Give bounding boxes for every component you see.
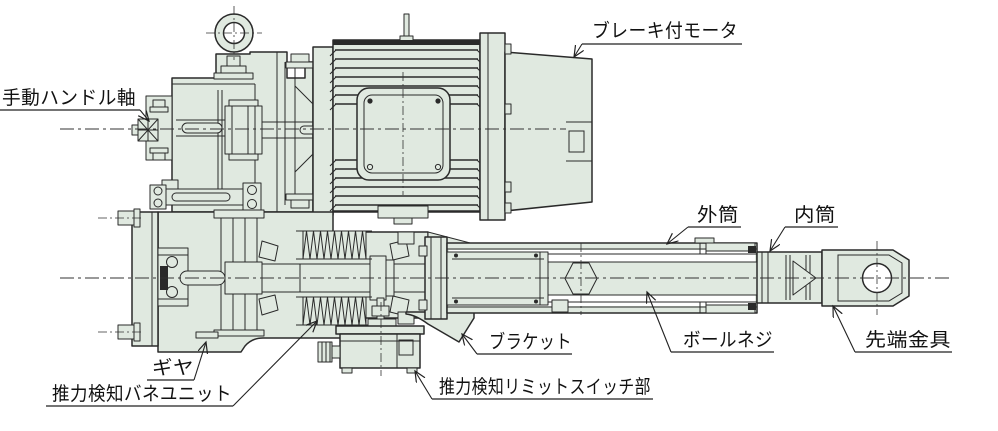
centerlines <box>60 72 952 376</box>
label-end-fitting: 先端金具 <box>865 329 951 351</box>
label-ball-screw: ボールネジ <box>683 329 773 351</box>
label-inner-tube: 内筒 <box>794 204 836 226</box>
label-manual-handle-shaft: 手動ハンドル軸 <box>2 87 136 109</box>
tube-assembly <box>418 236 910 320</box>
manual-handle-shaft <box>131 95 173 161</box>
label-brake-motor: ブレーキ付モータ <box>592 19 738 42</box>
labels: 手動ハンドル軸 ブレーキ付モータ 外筒 内筒 ギヤ 推力検知バネユニット ブラケ… <box>0 19 952 407</box>
taper-bearings <box>258 231 415 325</box>
bracket <box>405 311 475 343</box>
label-thrust-spring-unit: 推力検知バネユニット <box>52 383 232 405</box>
motor <box>312 13 506 225</box>
brake-housing <box>504 43 593 214</box>
label-thrust-limit-switch: 推力検知リミットスイッチ部 <box>439 376 651 398</box>
motor-adapter <box>276 52 315 212</box>
label-bracket: ブラケット <box>489 330 572 353</box>
label-gear: ギヤ <box>152 357 194 379</box>
label-outer-tube: 外筒 <box>697 204 739 226</box>
terminal-box-cover <box>356 87 451 181</box>
ball-screw <box>547 261 763 296</box>
thrust-spring-unit <box>296 230 372 326</box>
eyebolt <box>206 6 262 80</box>
ball-nut <box>446 251 569 313</box>
inner-tube <box>756 251 823 304</box>
leader-lines <box>140 43 856 407</box>
